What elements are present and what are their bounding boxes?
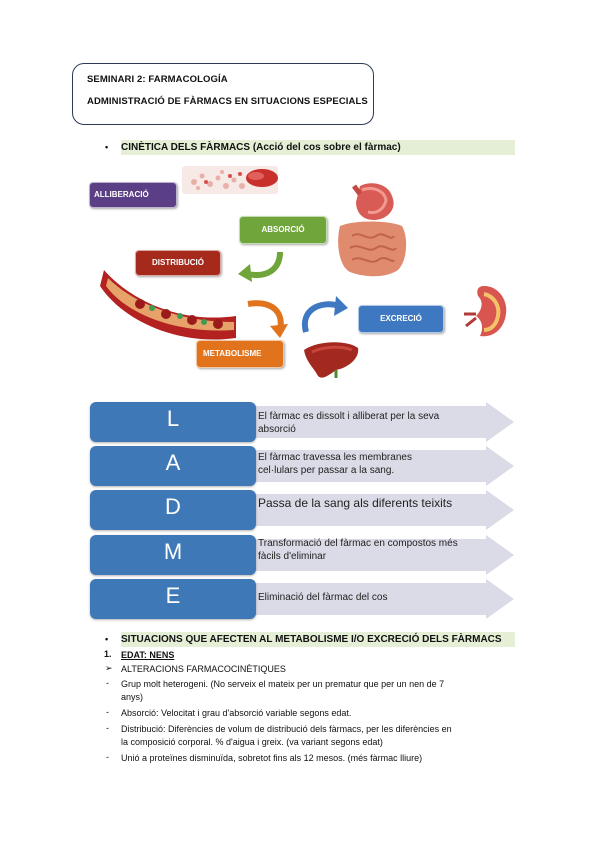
ladme-letter: L	[90, 402, 256, 442]
pills-image	[182, 166, 278, 194]
list-item-continuation: anys)	[121, 692, 144, 702]
stage-excrecio: EXCRECIÓ	[358, 305, 444, 333]
stage-alliberacio: ALLIBERACIÓ	[89, 182, 177, 208]
ladme-row-d: D Passa de la sang als diferents teixits	[90, 490, 514, 530]
bullet-icon: •	[105, 634, 109, 644]
pharmacokinetics-diagram: ALLIBERACIÓ ABSORCIÓ DISTRIBUCIÓ EXCRECI	[86, 160, 507, 380]
list-number: 1.	[104, 649, 112, 659]
dash-bullet: -	[106, 752, 109, 762]
stage-absorcio: ABSORCIÓ	[239, 216, 327, 244]
liver-image	[304, 342, 359, 378]
ladme-letter: A	[90, 446, 256, 486]
ladme-row-e: E Eliminació del fàrmac del cos	[90, 579, 514, 619]
ladme-description: Transformació del fàrmac en compostos mé…	[258, 538, 458, 562]
ladme-letter: M	[90, 535, 256, 575]
blood-vessel-image	[100, 270, 236, 340]
stage-distribucio: DISTRIBUCIÓ	[135, 250, 221, 276]
arrow-shape	[230, 402, 514, 442]
seminar-title: SEMINARI 2: FARMACOLOGÍA	[87, 74, 228, 85]
list-item: Absorció: Velocitat i grau d'absorció va…	[121, 708, 352, 718]
list-subheading: ALTERACIONS FARMACOCINÈTIQUES	[121, 664, 286, 674]
section-title: CINÈTICA DELS FÀRMACS (Acció del cos sob…	[121, 142, 401, 153]
ladme-letter: E	[90, 579, 256, 619]
ladme-description: Passa de la sang als diferents teixits	[258, 496, 453, 510]
section-heading-situations: • SITUACIONS QUE AFECTEN AL METABOLISME …	[105, 632, 515, 647]
title-box: SEMINARI 2: FARMACOLOGÍA ADMINISTRACIÓ D…	[72, 63, 374, 125]
seminar-subtitle: ADMINISTRACIÓ DE FÀRMACS EN SITUACIONS E…	[87, 96, 368, 107]
arrow-shape	[230, 579, 514, 619]
ladme-letter: D	[90, 490, 256, 530]
ladme-row-l: L El fàrmac es dissolt i alliberat per l…	[90, 402, 514, 442]
bullet-icon: •	[105, 142, 109, 152]
dash-bullet: -	[106, 678, 109, 688]
list-item-continuation: la composició corporal. % d'aigua i grei…	[121, 737, 383, 747]
arrow-shape	[230, 535, 514, 575]
arrow-shape	[230, 490, 514, 530]
list-item: Grup molt heterogeni. (No serveix el mat…	[121, 679, 445, 689]
ladme-description: Eliminació del fàrmac del cos	[258, 592, 388, 603]
arrow-shape	[230, 446, 514, 486]
ladme-description: El fàrmac travessa les membranes cel·lul…	[258, 452, 412, 476]
section-title: SITUACIONS QUE AFECTEN AL METABOLISME I/…	[121, 634, 502, 645]
list-heading: EDAT: NENS	[121, 650, 175, 660]
kidney-image	[464, 286, 507, 337]
dash-bullet: -	[106, 723, 109, 733]
ladme-row-m: M Transformació del fàrmac en compostos …	[90, 535, 514, 575]
ladme-description: El fàrmac es dissolt i alliberat per la …	[258, 411, 440, 435]
list-item: Distribució: Diferències de volum de dis…	[121, 724, 452, 734]
dash-bullet: -	[106, 707, 109, 717]
list-item: Unió a proteïnes disminuïda, sobretot fi…	[121, 753, 423, 763]
curved-arrow-icon	[301, 296, 348, 333]
curved-arrow-icon	[247, 300, 288, 338]
digestive-system-image	[338, 183, 407, 277]
situations-list: 1. EDAT: NENS ➢ ALTERACIONS FARMACOCINÈT…	[88, 648, 528, 768]
stage-metabolisme: METABOLISME	[196, 340, 284, 368]
arrow-bullet-icon: ➢	[105, 663, 113, 673]
section-heading-kinetics: • CINÈTICA DELS FÀRMACS (Acció del cos s…	[105, 140, 515, 155]
ladme-row-a: A El fàrmac travessa les membranes cel·l…	[90, 446, 514, 486]
curved-arrow-icon	[238, 251, 283, 282]
